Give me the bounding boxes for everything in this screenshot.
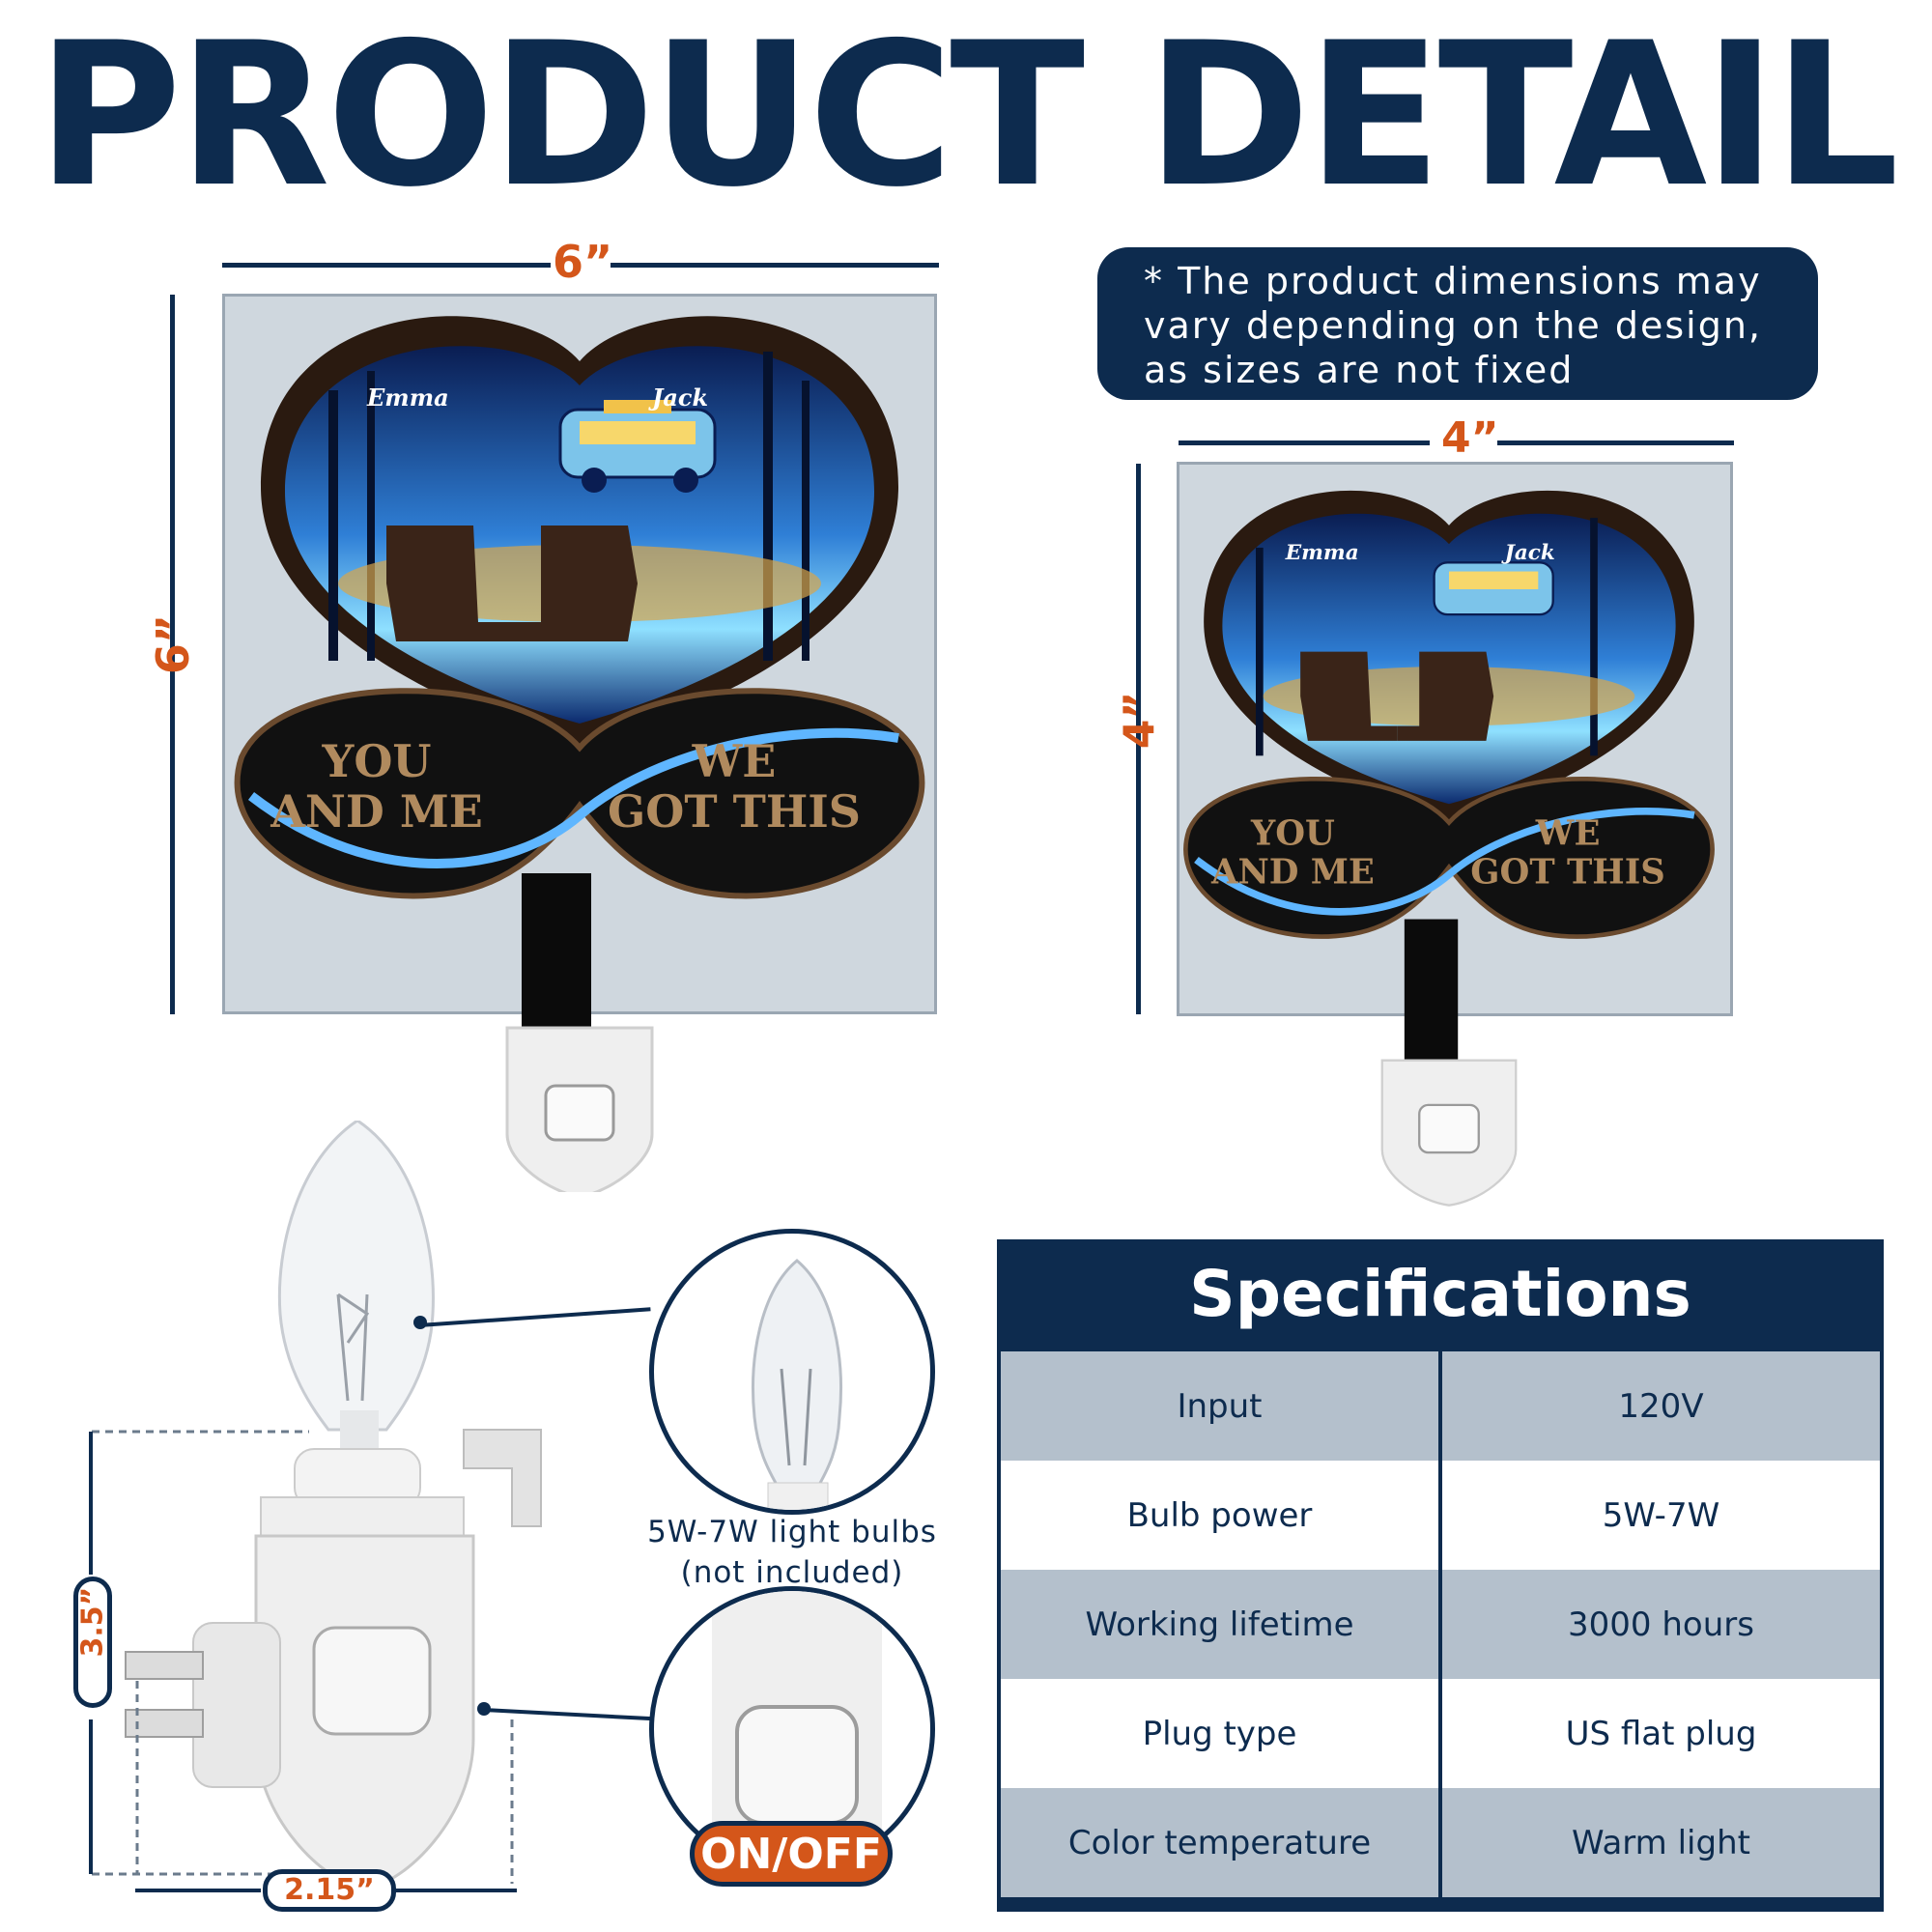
large-night-light-image: Emma Jack YOU AND ME WE GOT THIS: [234, 316, 925, 1192]
artwork-name-left: Emma: [366, 384, 449, 412]
large-width-label: 6”: [553, 236, 613, 288]
spec-value: 3000 hours: [1442, 1570, 1880, 1679]
switch-zoom-circle: [649, 1586, 935, 1872]
large-height-label: 6”: [147, 613, 200, 675]
light-bulb-icon: [752, 1259, 842, 1510]
spec-label: Bulb power: [1001, 1461, 1442, 1570]
artwork-name-left: Emma: [1285, 541, 1359, 565]
dimension-disclaimer: * The product dimensions may vary depend…: [1097, 247, 1818, 400]
spec-label: Color temperature: [1001, 1788, 1442, 1897]
height-dimension-line: [170, 295, 175, 1014]
spec-value: US flat plug: [1442, 1679, 1880, 1788]
switch-callout-dot: [477, 1702, 491, 1716]
table-row: Plug type US flat plug: [1001, 1679, 1880, 1788]
note-line: * The product dimensions may: [1144, 260, 1762, 302]
table-row: Bulb power 5W-7W: [1001, 1461, 1880, 1570]
table-row: Input 120V: [1001, 1351, 1880, 1461]
on-off-badge: ON/OFF: [690, 1821, 893, 1887]
socket-assembly-image: [125, 1121, 542, 1890]
artwork-text-and-me: AND ME: [270, 785, 483, 838]
width-dimension-line: [1497, 440, 1734, 445]
height-dimension-line: [1136, 464, 1141, 1014]
spec-label: Plug type: [1001, 1679, 1442, 1788]
bulb-caption-line: (not included): [680, 1555, 904, 1590]
specifications-heading: Specifications: [1189, 1257, 1691, 1331]
spec-label: Working lifetime: [1001, 1570, 1442, 1679]
artwork-text-you: YOU: [1250, 814, 1335, 854]
small-height-label: 4”: [1115, 691, 1165, 750]
socket-width-badge: 2.15”: [263, 1869, 396, 1912]
bulb-zoom-circle: [649, 1229, 935, 1515]
artwork-text-we: WE: [692, 735, 777, 787]
bulb-callout-dot: [413, 1316, 427, 1329]
page-title: PRODUCT DETAIL: [36, 1, 1899, 231]
width-dimension-line: [396, 1889, 517, 1892]
artwork-name-right: Jack: [1501, 541, 1555, 565]
small-width-label: 4”: [1441, 413, 1499, 463]
spec-value: 5W-7W: [1442, 1461, 1880, 1570]
socket-height-label: 3.5”: [75, 1586, 110, 1658]
width-dimension-line: [135, 1889, 261, 1892]
width-dimension-line: [611, 263, 939, 268]
dimension-guides: [89, 1430, 514, 1884]
socket-height-badge: 3.5”: [73, 1577, 112, 1708]
artwork-text-got-this: GOT THIS: [1470, 853, 1665, 893]
artwork-text-and-me: AND ME: [1210, 853, 1375, 893]
width-dimension-line: [1179, 440, 1430, 445]
width-dimension-line: [222, 263, 551, 268]
artwork-text-you: YOU: [321, 735, 431, 787]
note-line: as sizes are not fixed: [1144, 349, 1575, 391]
table-row: Color temperature Warm light: [1001, 1788, 1880, 1897]
specifications-table: Specifications Input 120V Bulb power 5W-…: [997, 1239, 1884, 1912]
note-line: vary depending on the design,: [1144, 304, 1763, 347]
spec-value: Warm light: [1442, 1788, 1880, 1897]
bulb-caption-line: 5W-7W light bulbs: [647, 1515, 937, 1549]
table-row: Working lifetime 3000 hours: [1001, 1570, 1880, 1679]
artwork-text-we: WE: [1535, 814, 1601, 854]
spec-value: 120V: [1442, 1351, 1880, 1461]
artwork-text-got-this: GOT THIS: [608, 785, 861, 838]
artwork-name-right: Jack: [648, 384, 708, 412]
bulb-caption: 5W-7W light bulbs (not included): [638, 1512, 947, 1593]
spec-label: Input: [1001, 1351, 1442, 1461]
small-night-light-image: Emma Jack YOU AND ME WE GOT THIS: [1183, 490, 1715, 1207]
